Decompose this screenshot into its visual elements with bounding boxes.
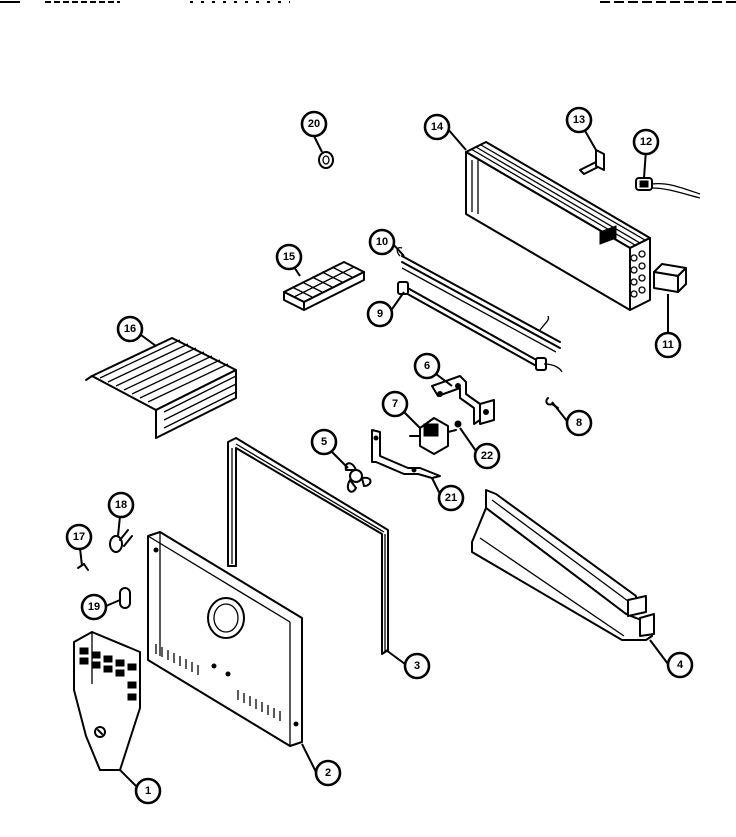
part-gasket xyxy=(227,437,389,655)
callout-7-label: 7 xyxy=(392,398,398,410)
part-small-screw xyxy=(77,563,89,571)
callout-16-label: 16 xyxy=(124,323,136,335)
callout-13-label: 13 xyxy=(573,114,585,126)
part-ice-tray xyxy=(283,261,365,311)
part-rear-panel xyxy=(147,531,303,747)
callout-13: 13 xyxy=(565,106,593,134)
callout-2: 2 xyxy=(314,759,342,787)
callout-12: 12 xyxy=(632,128,660,156)
callout-20: 20 xyxy=(300,110,328,138)
callout-9: 9 xyxy=(366,300,394,328)
callout-14: 14 xyxy=(423,113,451,141)
callout-18: 18 xyxy=(107,491,135,519)
part-grommet xyxy=(318,151,334,169)
callout-10: 10 xyxy=(368,228,396,256)
part-evaporator xyxy=(465,141,651,311)
callout-19-label: 19 xyxy=(88,601,100,613)
callout-11-label: 11 xyxy=(662,339,674,351)
callout-6: 6 xyxy=(413,352,441,380)
callout-5: 5 xyxy=(310,428,338,456)
part-clip xyxy=(545,397,559,409)
callout-4-label: 4 xyxy=(677,659,684,671)
callout-19: 19 xyxy=(80,593,108,621)
callout-6-label: 6 xyxy=(424,360,430,372)
callout-9-label: 9 xyxy=(377,308,383,320)
callout-8-label: 8 xyxy=(576,417,582,429)
part-control-housing xyxy=(73,631,141,771)
callout-15-label: 15 xyxy=(283,251,295,263)
part-plug xyxy=(119,587,131,609)
part-bracket-small xyxy=(579,149,605,175)
part-fan-bracket xyxy=(371,429,441,479)
part-motor-bracket xyxy=(431,375,495,425)
callout-21: 21 xyxy=(437,484,465,512)
part-timer-block xyxy=(653,263,687,293)
callout-22: 22 xyxy=(473,442,501,470)
callout-17-label: 17 xyxy=(73,531,85,543)
part-push-pin xyxy=(109,529,133,553)
part-fan-motor xyxy=(409,417,457,455)
callout-4: 4 xyxy=(666,651,694,679)
part-wire-shelf xyxy=(85,337,237,439)
callout-2-label: 2 xyxy=(325,767,331,779)
callout-21-label: 21 xyxy=(445,492,457,504)
callout-10-label: 10 xyxy=(376,236,388,248)
part-defrost-heater-lower xyxy=(397,281,563,373)
callout-1-label: 1 xyxy=(145,785,151,797)
callout-18-label: 18 xyxy=(115,499,127,511)
part-fan-blade xyxy=(344,462,372,493)
callout-12-label: 12 xyxy=(640,136,652,148)
callout-11: 11 xyxy=(654,331,682,359)
part-screw xyxy=(454,420,462,428)
part-drain-trough xyxy=(471,489,655,641)
leader-lines xyxy=(79,121,669,787)
callout-7: 7 xyxy=(381,390,409,418)
callout-17: 17 xyxy=(65,523,93,551)
part-sensor xyxy=(635,177,701,199)
callout-3-label: 3 xyxy=(414,660,420,672)
callout-8: 8 xyxy=(565,409,593,437)
callout-3: 3 xyxy=(403,652,431,680)
part-defrost-heater-upper xyxy=(396,246,561,353)
callout-22-label: 22 xyxy=(481,450,493,462)
callout-16: 16 xyxy=(116,315,144,343)
callout-1: 1 xyxy=(134,777,162,805)
callout-20-label: 20 xyxy=(308,118,320,130)
callout-14-label: 14 xyxy=(431,121,444,133)
callout-5-label: 5 xyxy=(321,436,327,448)
callout-15: 15 xyxy=(275,243,303,271)
